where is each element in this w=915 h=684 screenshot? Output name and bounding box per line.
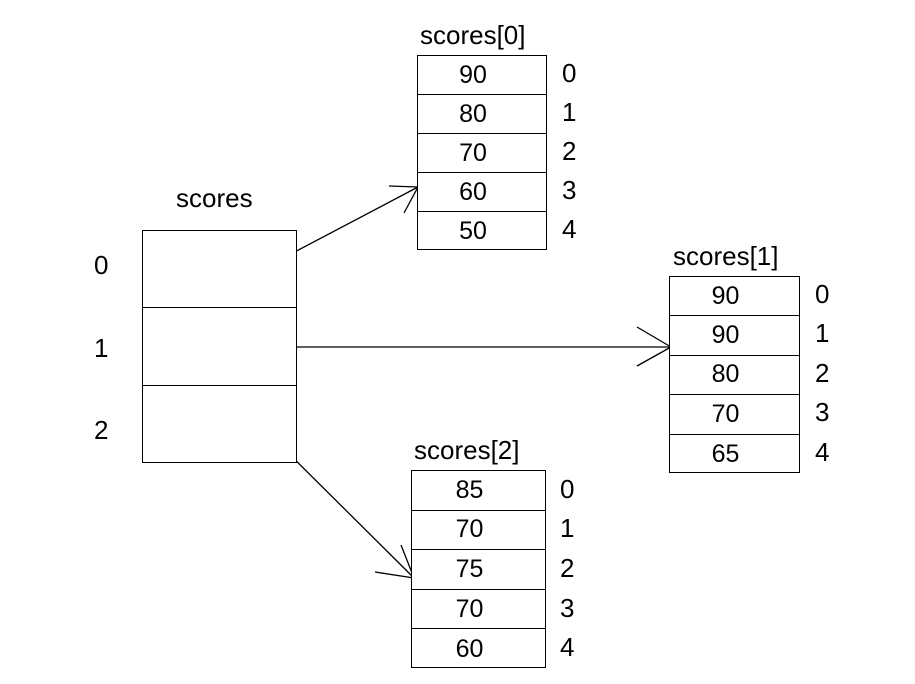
sub-array-1-cell-4[interactable]: 65: [711, 439, 740, 468]
sub-array-1-cell-0[interactable]: 90: [670, 277, 799, 317]
sub-array-0-index-0: 0: [562, 58, 577, 88]
sub-array-0-cell-0[interactable]: 90: [418, 56, 546, 95]
main-array-title: scores: [176, 183, 253, 213]
main-array-index-0: 0: [94, 250, 109, 280]
sub-array-0-cell-3[interactable]: 60: [418, 173, 546, 212]
sub-array-2-cell-4[interactable]: 60: [455, 634, 484, 663]
sub-array-1-cell-1[interactable]: 90: [670, 316, 799, 356]
sub-array-1-index-3: 3: [815, 397, 830, 427]
sub-array-2-cell-0[interactable]: 85: [412, 471, 545, 511]
sub-array-2-index-2: 2: [560, 553, 575, 583]
sub-array-2-title: scores[2]: [414, 435, 520, 465]
sub-array-0-cell-1[interactable]: 80: [418, 95, 546, 134]
arrow-scores1: [249, 326, 672, 367]
sub-array-2-index-3: 3: [560, 593, 575, 623]
sub-array-0-index-3: 3: [562, 175, 577, 205]
sub-array-1-cell-3[interactable]: 70: [670, 395, 799, 435]
sub-array-2-index-1: 1: [560, 513, 575, 543]
sub-array-1-title: scores[1]: [673, 241, 779, 271]
sub-array-2-cell-3[interactable]: 70: [412, 590, 545, 630]
sub-array-0-cell-4[interactable]: 50: [459, 217, 487, 245]
sub-array-0-index-2: 2: [562, 136, 577, 166]
main-array-index-1: 1: [94, 333, 109, 363]
main-array-box: [142, 230, 297, 463]
sub-array-0-box: 90 80 70 60 50: [417, 55, 547, 250]
sub-array-0-index-4: 4: [562, 214, 577, 244]
sub-array-2-cell-2[interactable]: 75: [412, 550, 545, 590]
main-array-cell-2[interactable]: [143, 386, 296, 463]
sub-array-2-box: 85 70 75 70 60: [411, 470, 546, 668]
sub-array-1-box: 90 90 80 70 65: [669, 276, 800, 473]
sub-array-0-index-1: 1: [562, 97, 577, 127]
sub-array-2-index-4: 4: [560, 632, 575, 662]
sub-array-2-cell-1[interactable]: 70: [412, 511, 545, 551]
main-array-cell-0[interactable]: [143, 231, 296, 309]
sub-array-2-index-0: 0: [560, 474, 575, 504]
sub-array-0-cell-2[interactable]: 70: [418, 134, 546, 173]
sub-array-1-index-2: 2: [815, 358, 830, 388]
sub-array-1-cell-2[interactable]: 80: [670, 356, 799, 396]
sub-array-1-index-4: 4: [815, 437, 830, 467]
sub-array-0-title: scores[0]: [420, 20, 526, 50]
main-array-index-2: 2: [94, 415, 109, 445]
sub-array-1-index-1: 1: [815, 318, 830, 348]
main-array-cell-1[interactable]: [143, 308, 296, 386]
sub-array-1-index-0: 0: [815, 279, 830, 309]
